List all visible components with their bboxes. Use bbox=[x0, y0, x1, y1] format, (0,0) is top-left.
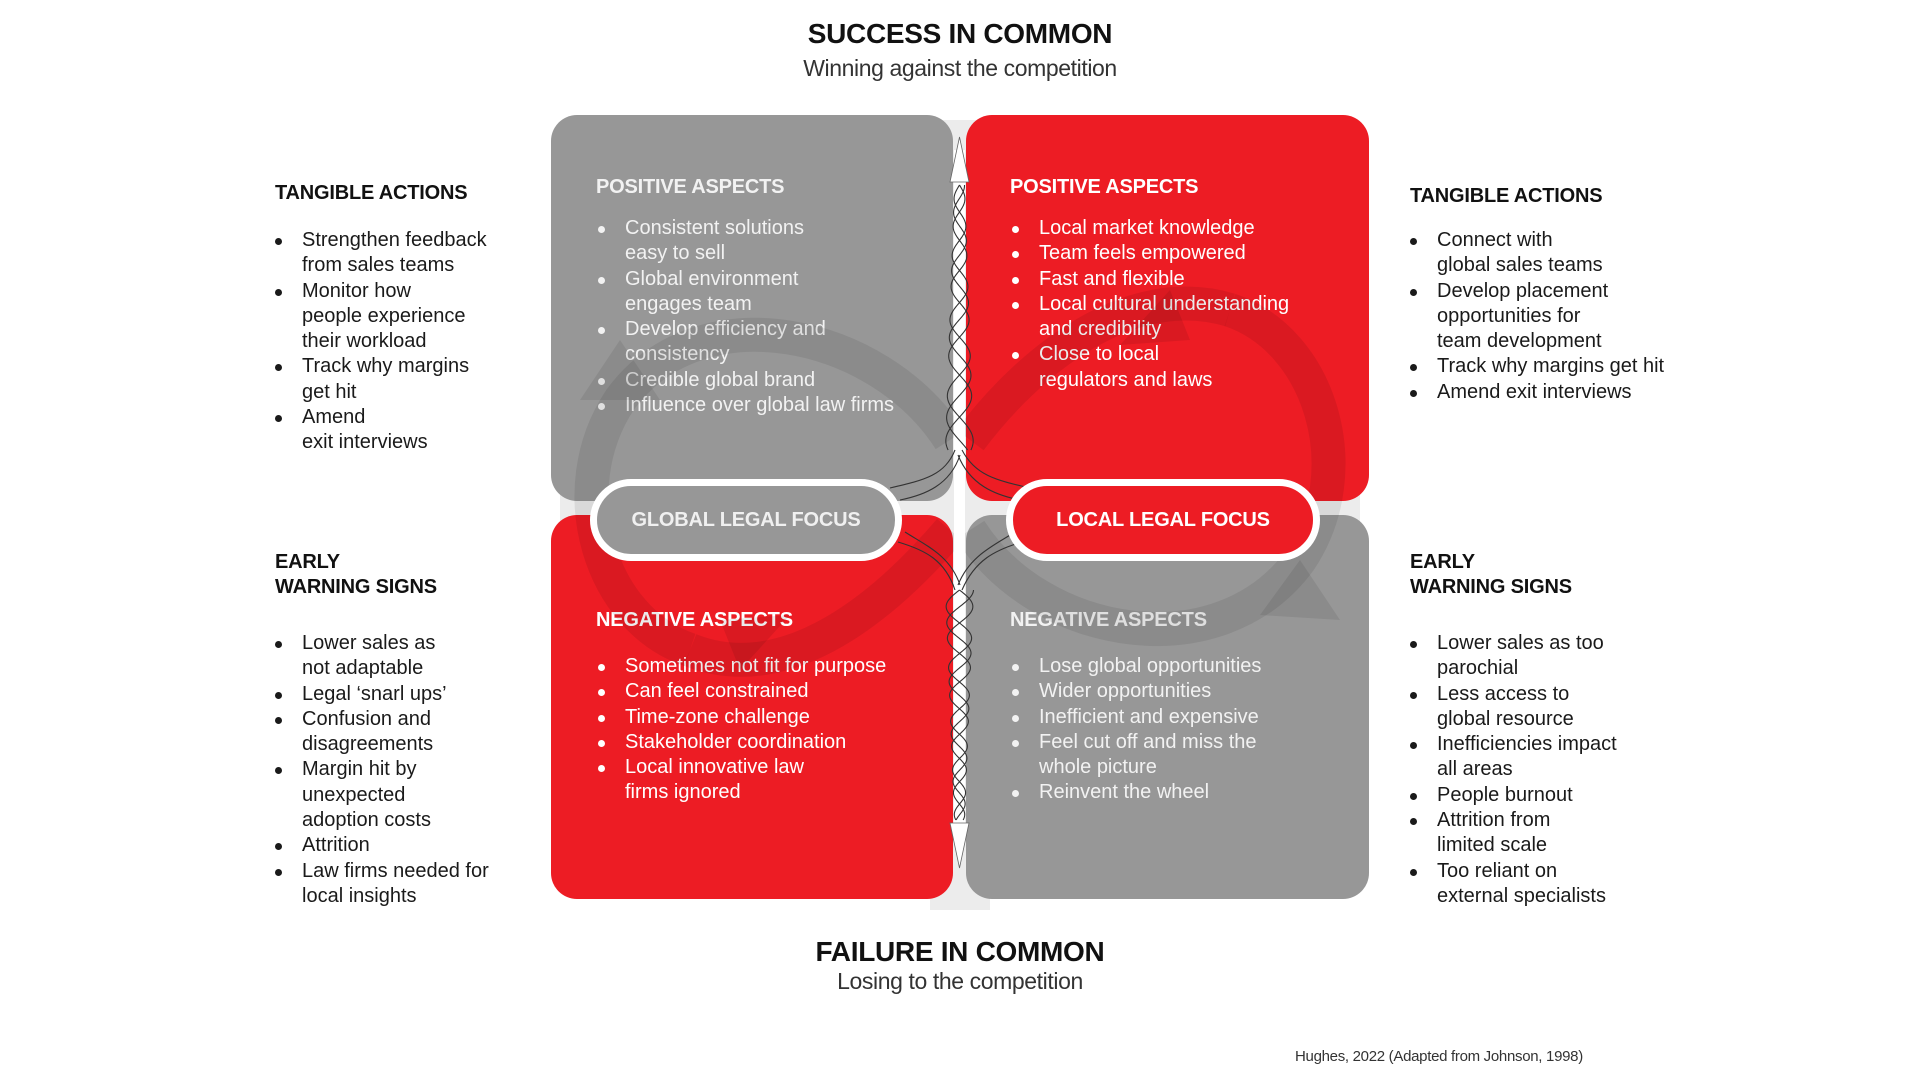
list-item: Local innovative law firms ignored bbox=[596, 755, 946, 806]
right-warning-heading-line2: WARNING SIGNS bbox=[1410, 576, 1572, 598]
list-item: Feel cut off and miss the whole picture bbox=[1010, 730, 1360, 781]
list-item: Margin hit by unexpected adoption costs bbox=[273, 757, 533, 833]
quadrant-local-negative: NEGATIVE ASPECTS Lose global opportuniti… bbox=[966, 515, 1369, 899]
list-item: Develop efficiency and consistency bbox=[596, 317, 946, 368]
list-item: Sometimes not fit for purpose bbox=[596, 654, 946, 679]
list-item: Too reliant on external specialists bbox=[1408, 859, 1688, 910]
quadrant-heading: POSITIVE ASPECTS bbox=[596, 176, 785, 198]
list-item: Track why margins get hit bbox=[273, 354, 523, 405]
quadrant-heading: POSITIVE ASPECTS bbox=[1010, 176, 1199, 198]
local-legal-focus-pole: LOCAL LEGAL FOCUS bbox=[1006, 479, 1320, 561]
list-item: Amend exit interviews bbox=[273, 405, 523, 456]
list-item: Track why margins get hit bbox=[1408, 354, 1708, 379]
list-item: Attrition bbox=[273, 833, 533, 858]
list-item: Monitor how people experience their work… bbox=[273, 279, 523, 355]
quadrant-list: Sometimes not fit for purpose Can feel c… bbox=[596, 654, 946, 806]
list-item: Strengthen feedback from sales teams bbox=[273, 228, 523, 279]
page-subtitle: Winning against the competition bbox=[803, 55, 1117, 81]
left-tangible-heading: TANGIBLE ACTIONS bbox=[275, 182, 468, 204]
list-item: Law firms needed for local insights bbox=[273, 859, 533, 910]
list-item: Less access to global resource bbox=[1408, 682, 1688, 733]
quadrant-global-negative: NEGATIVE ASPECTS Sometimes not fit for p… bbox=[551, 515, 953, 899]
list-item: Lower sales as too parochial bbox=[1408, 631, 1688, 682]
list-item: Develop placement opportunities for team… bbox=[1408, 279, 1708, 355]
quadrant-list: Lose global opportunities Wider opportun… bbox=[1010, 654, 1360, 806]
left-tangible-list: Strengthen feedback from sales teams Mon… bbox=[273, 228, 523, 456]
list-item: Connect with global sales teams bbox=[1408, 228, 1708, 279]
list-item: Fast and flexible bbox=[1010, 267, 1360, 292]
list-item: Time-zone challenge bbox=[596, 705, 946, 730]
global-legal-focus-pole: GLOBAL LEGAL FOCUS bbox=[590, 479, 902, 561]
list-item: Can feel constrained bbox=[596, 679, 946, 704]
list-item: Close to local regulators and laws bbox=[1010, 342, 1360, 393]
list-item: Amend exit interviews bbox=[1408, 380, 1708, 405]
right-tangible-heading: TANGIBLE ACTIONS bbox=[1410, 185, 1603, 207]
list-item: Credible global brand bbox=[596, 368, 946, 393]
quadrant-list: Consistent solutions easy to sell Global… bbox=[596, 216, 946, 418]
list-item: Local cultural understanding and credibi… bbox=[1010, 292, 1360, 343]
list-item: People burnout bbox=[1408, 783, 1688, 808]
right-warning-list: Lower sales as too parochial Less access… bbox=[1408, 631, 1688, 909]
right-warning-heading-line1: EARLY bbox=[1410, 551, 1475, 573]
list-item: Wider opportunities bbox=[1010, 679, 1360, 704]
list-item: Legal ‘snarl ups’ bbox=[273, 682, 533, 707]
footer-title: FAILURE IN COMMON bbox=[815, 936, 1105, 967]
page-title: SUCCESS IN COMMON bbox=[807, 18, 1113, 49]
list-item: Attrition from limited scale bbox=[1408, 808, 1688, 859]
right-tangible-list: Connect with global sales teams Develop … bbox=[1408, 228, 1708, 405]
list-item: Local market knowledge bbox=[1010, 216, 1360, 241]
quadrant-local-positive: POSITIVE ASPECTS Local market knowledge … bbox=[966, 115, 1369, 501]
list-item: Reinvent the wheel bbox=[1010, 780, 1360, 805]
list-item: Lower sales as not adaptable bbox=[273, 631, 533, 682]
left-warning-list: Lower sales as not adaptable Legal ‘snar… bbox=[273, 631, 533, 909]
left-warning-heading: EARLY WARNING SIGNS bbox=[275, 550, 437, 600]
list-item: Global environment engages team bbox=[596, 267, 946, 318]
list-item: Stakeholder coordination bbox=[596, 730, 946, 755]
list-item: Influence over global law firms bbox=[596, 393, 946, 418]
list-item: Lose global opportunities bbox=[1010, 654, 1360, 679]
left-warning-heading-line1: EARLY bbox=[275, 551, 340, 573]
list-item: Inefficiencies impact all areas bbox=[1408, 732, 1688, 783]
list-item: Confusion and disagreements bbox=[273, 707, 533, 758]
quadrant-list: Local market knowledge Team feels empowe… bbox=[1010, 216, 1360, 393]
right-warning-heading: EARLY WARNING SIGNS bbox=[1410, 550, 1572, 600]
source-credit: Hughes, 2022 (Adapted from Johnson, 1998… bbox=[1295, 1048, 1583, 1065]
list-item: Team feels empowered bbox=[1010, 241, 1360, 266]
list-item: Inefficient and expensive bbox=[1010, 705, 1360, 730]
quadrant-heading: NEGATIVE ASPECTS bbox=[596, 609, 793, 631]
quadrant-heading: NEGATIVE ASPECTS bbox=[1010, 609, 1207, 631]
quadrant-global-positive: POSITIVE ASPECTS Consistent solutions ea… bbox=[551, 115, 953, 501]
footer-subtitle: Losing to the competition bbox=[837, 968, 1083, 994]
left-warning-heading-line2: WARNING SIGNS bbox=[275, 576, 437, 598]
list-item: Consistent solutions easy to sell bbox=[596, 216, 946, 267]
